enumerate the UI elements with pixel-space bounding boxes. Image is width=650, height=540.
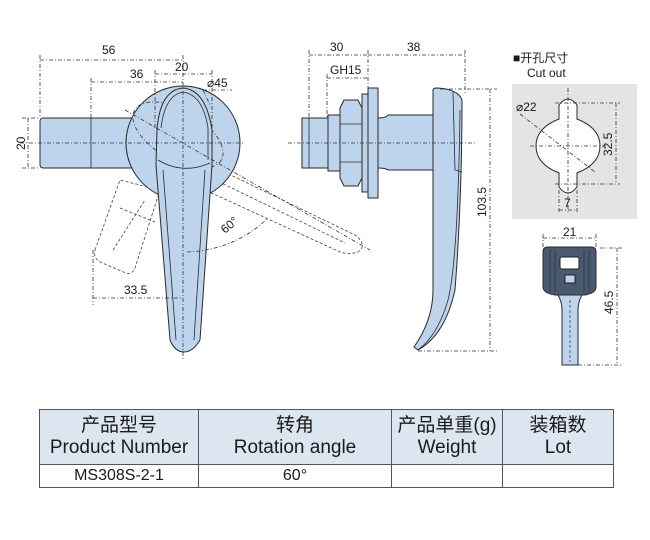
- dim-diameter-45: ⌀45: [207, 76, 228, 90]
- dim-103-5: 103.5: [475, 187, 489, 217]
- dim-36: 36: [130, 67, 144, 81]
- dim-30: 30: [330, 40, 344, 54]
- dim-21: 21: [563, 225, 577, 239]
- rotated-handle-ghost-right: [204, 164, 363, 254]
- side-handle: [413, 87, 463, 351]
- handle-detail: [452, 91, 463, 173]
- header-weight: 产品单重(g) Weight: [391, 409, 503, 465]
- key-head-ribs: [549, 250, 590, 292]
- cell-product-number: MS308S-2-1: [39, 464, 199, 488]
- cell-weight: [391, 464, 503, 488]
- handle-facet: [162, 169, 177, 341]
- ghost-line: [204, 174, 346, 244]
- side-view: 30 38 GH15 103.5: [288, 40, 497, 352]
- dim-gh15: GH15: [330, 63, 362, 77]
- dim-33-5: 33.5: [124, 283, 148, 297]
- header-en: Weight: [417, 437, 477, 458]
- header-cn: 转角: [275, 415, 314, 436]
- header-en: Product Number: [49, 437, 189, 458]
- ghost-line: [119, 207, 156, 223]
- header-en: Rotation angle: [233, 437, 357, 458]
- key-marker: [564, 274, 576, 284]
- cell-lot: [502, 464, 614, 488]
- dim-38: 38: [407, 40, 421, 54]
- dim-46-5: 46.5: [602, 290, 616, 314]
- cutout-title: ■开孔尺寸: [513, 51, 569, 65]
- cutout-diameter-leader: [519, 113, 596, 173]
- header-product-number: 产品型号 Product Number: [39, 409, 199, 465]
- header-cn: 产品型号: [80, 415, 157, 436]
- handle-facet: [193, 169, 206, 341]
- table-row: MS308S-2-1 60°: [39, 464, 614, 488]
- angle-arc-60: [186, 217, 269, 253]
- handle-inner-curve: [417, 109, 461, 351]
- shaft: [377, 114, 434, 171]
- technical-drawing: 56 36 20 ⌀45 20 60° 33.5 30 38 GH15: [14, 40, 637, 366]
- center-line-rotated: [124, 109, 371, 251]
- dim-32-5: 32.5: [601, 132, 615, 156]
- rotated-handle-ghost-left: [94, 179, 161, 274]
- ghost-line: [112, 199, 146, 251]
- spec-table: 产品型号 Product Number 转角 Rotation angle 产品…: [39, 409, 614, 488]
- dim-60-angle: 60°: [218, 214, 241, 237]
- header-cn: 装箱数: [529, 415, 587, 436]
- front-view: 56 36 20 ⌀45 20 60° 33.5: [14, 43, 371, 360]
- key-view: 21 46.5: [542, 225, 622, 366]
- cell-rotation-angle: 60°: [198, 464, 392, 488]
- handle-base-curve: [157, 159, 211, 169]
- table-header-row: 产品型号 Product Number 转角 Rotation angle 产品…: [39, 409, 614, 465]
- dim-20-top: 20: [175, 60, 189, 74]
- dim-20-left: 20: [14, 136, 28, 150]
- header-en: Lot: [544, 437, 572, 458]
- key-head: [542, 246, 597, 296]
- dim-7: 7: [564, 196, 571, 210]
- dim-56: 56: [102, 43, 116, 57]
- cutout-subtitle: Cut out: [527, 66, 566, 80]
- lever-handle: [155, 87, 213, 353]
- cutout-view: ⌀22 32.5 7: [512, 84, 637, 219]
- dim-diameter-22: ⌀22: [516, 100, 537, 114]
- header-cn: 产品单重(g): [397, 415, 497, 436]
- leader-45: [202, 89, 211, 106]
- header-rotation-angle: 转角 Rotation angle: [198, 409, 392, 465]
- header-lot: 装箱数 Lot: [502, 409, 614, 465]
- key-hole: [559, 256, 580, 270]
